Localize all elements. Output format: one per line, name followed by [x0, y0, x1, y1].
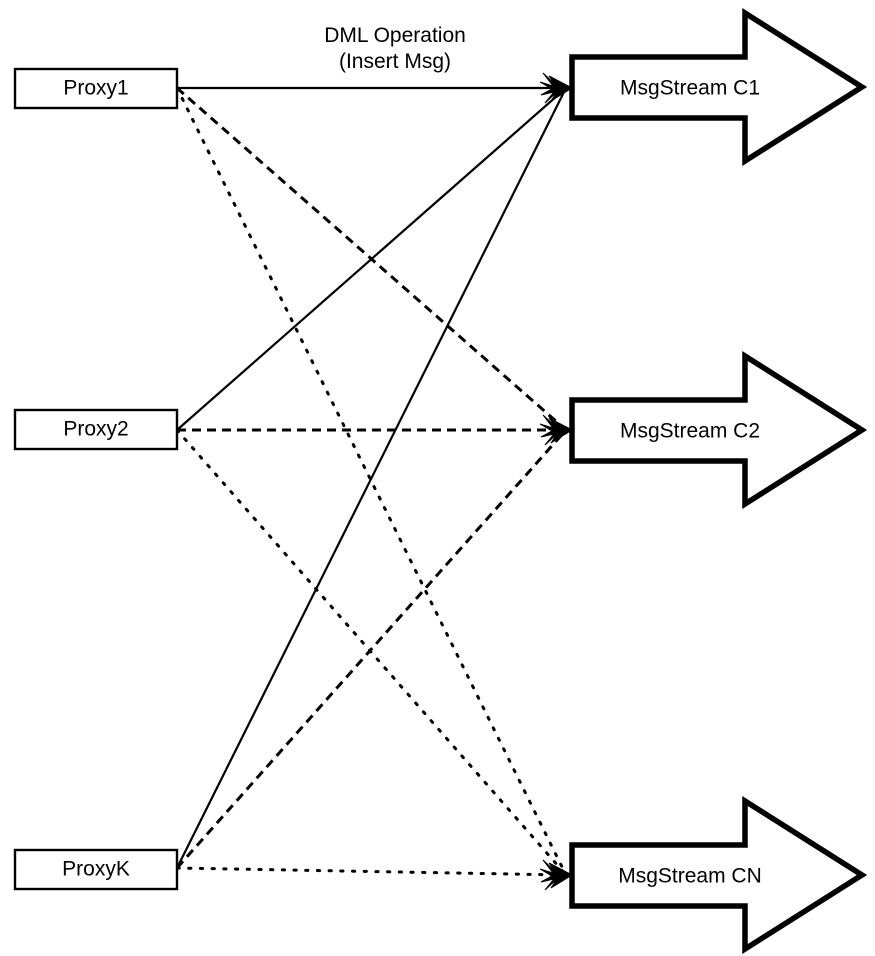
edge-proxyk-to-msgstream-c1	[176, 87, 567, 869]
annotation-line-2: (Insert Msg)	[339, 50, 451, 73]
block-arrow-shape[interactable]	[569, 796, 868, 954]
proxy-node-proxy1[interactable]: Proxy1	[13, 67, 179, 110]
edge-proxyk-to-msgstream-cn	[175, 866, 568, 877]
arrowhead-icon	[539, 859, 574, 891]
edge-proxy2-to-msgstream-cn	[175, 428, 568, 877]
annotation-line-1: DML Operation	[324, 24, 466, 47]
msgstream-label: MsgStream CN	[618, 865, 762, 888]
msgstream-label: MsgStream C2	[620, 420, 760, 443]
arrowhead-cluster-c2	[539, 414, 574, 446]
proxy-label: Proxy2	[63, 418, 128, 441]
proxy-label: ProxyK	[62, 858, 130, 881]
proxy-box[interactable]	[13, 848, 179, 891]
block-arrow-shape[interactable]	[569, 351, 868, 509]
msgstream-label: MsgStream C1	[620, 77, 760, 100]
proxy-node-proxyk[interactable]: ProxyK	[13, 848, 179, 891]
msgstream-node-c2[interactable]: MsgStream C2	[569, 351, 868, 509]
proxy-label: Proxy1	[63, 77, 128, 100]
proxy-node-proxy2[interactable]: Proxy2	[13, 408, 179, 451]
dml-operation-annotation: DML Operation (Insert Msg)	[324, 24, 466, 73]
msgstream-node-cn[interactable]: MsgStream CN	[569, 796, 868, 954]
arrowhead-cluster-c1	[539, 72, 574, 104]
edge-proxyk-to-msgstream-c2	[175, 429, 568, 869]
proxy-box[interactable]	[13, 408, 179, 451]
msgstream-node-c1[interactable]: MsgStream C1	[569, 8, 868, 166]
edge-proxy2-to-msgstream-c1	[176, 87, 567, 431]
block-arrow-shape[interactable]	[569, 8, 868, 166]
arrowhead-cluster-cn	[539, 859, 574, 891]
edge-layer	[175, 86, 568, 877]
arrowhead-icon	[539, 72, 574, 104]
proxy-box[interactable]	[13, 67, 179, 110]
arrowhead-icon	[539, 414, 574, 446]
